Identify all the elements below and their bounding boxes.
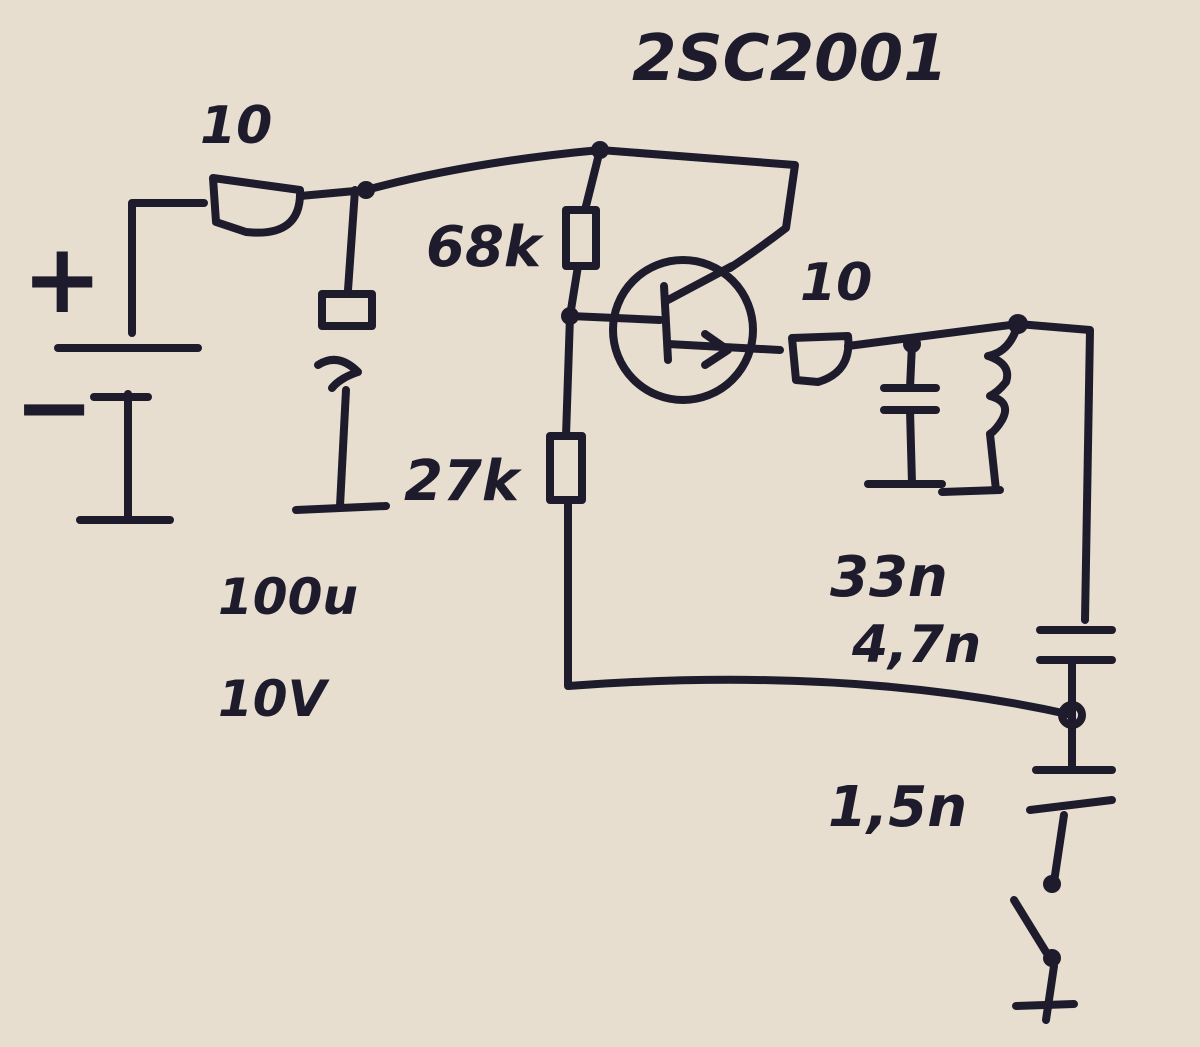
label-r-in: 10 xyxy=(200,96,272,156)
label-r-bias-bottom: 27k xyxy=(404,449,523,514)
label-minus: − xyxy=(14,351,94,463)
resistor-27k xyxy=(546,312,1076,719)
switch xyxy=(1010,896,1078,1024)
label-cap-series: 4,7n xyxy=(851,615,981,675)
label-transistor: 2SC2001 xyxy=(632,22,948,96)
capacitor-33n xyxy=(864,340,946,488)
battery xyxy=(54,199,208,524)
resistor-output xyxy=(788,320,1022,386)
capacitor-chain xyxy=(1014,320,1116,886)
transistor xyxy=(566,256,784,404)
label-cap-small: 33n xyxy=(830,545,948,610)
label-r-bias-top: 68k xyxy=(426,215,545,280)
label-cap-supply-voltage: 10V xyxy=(218,670,330,728)
capacitor-electrolytic xyxy=(292,186,390,514)
inductor xyxy=(938,320,1022,496)
label-cap-supply-value: 100u xyxy=(218,568,358,626)
resistor-input xyxy=(209,174,370,237)
resistor-68k xyxy=(562,146,604,320)
label-cap-bottom: 1,5n xyxy=(828,775,967,840)
label-plus: + xyxy=(22,223,102,335)
supply-rail-top xyxy=(362,146,799,272)
junction-dots xyxy=(357,141,1086,967)
label-r-out: 10 xyxy=(800,253,872,313)
